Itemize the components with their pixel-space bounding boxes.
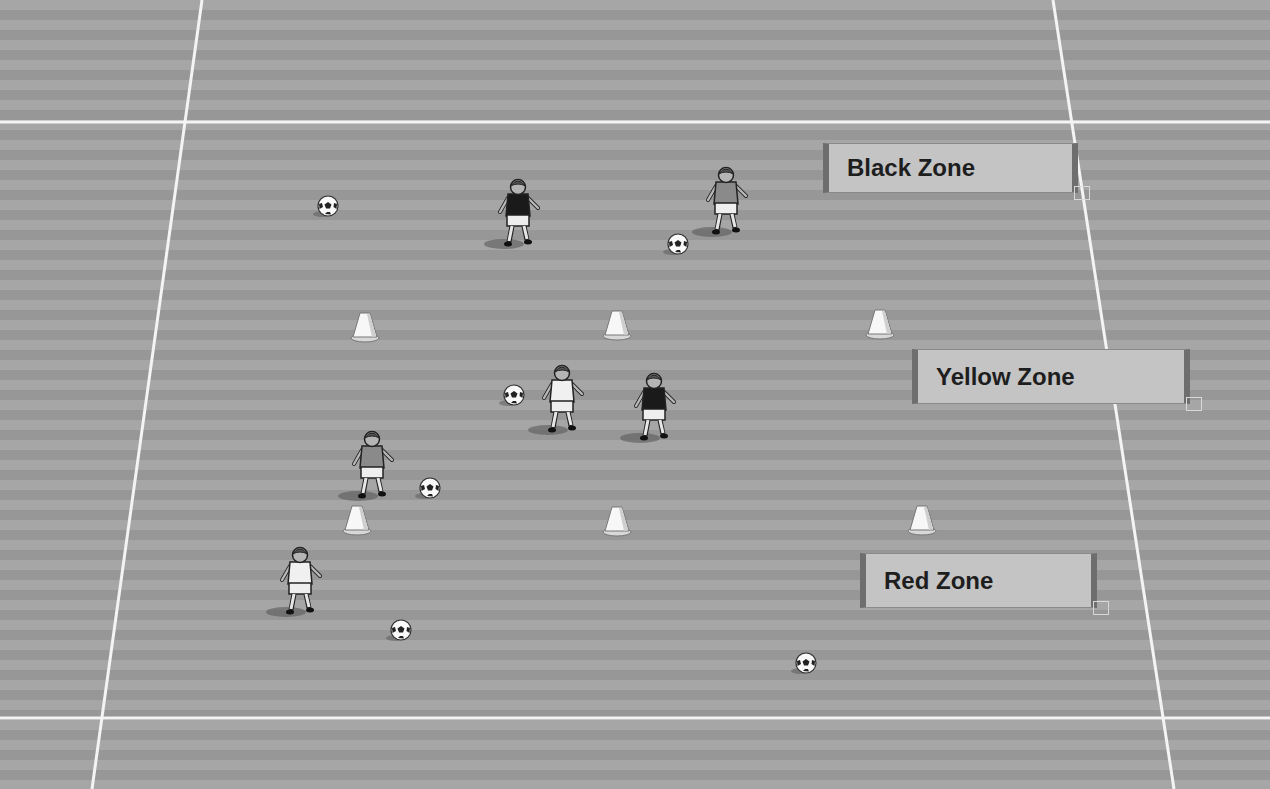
zone-label-box: Red Zone	[860, 553, 1097, 608]
zone-label-box: Black Zone	[823, 143, 1078, 193]
zone-label: Black Zone	[847, 154, 975, 182]
zone-label: Yellow Zone	[936, 363, 1075, 391]
corner-mark	[1186, 397, 1202, 411]
corner-mark	[1074, 186, 1090, 200]
zone-label-box: Yellow Zone	[912, 349, 1190, 404]
corner-mark	[1093, 601, 1109, 615]
zone-label: Red Zone	[884, 567, 993, 595]
